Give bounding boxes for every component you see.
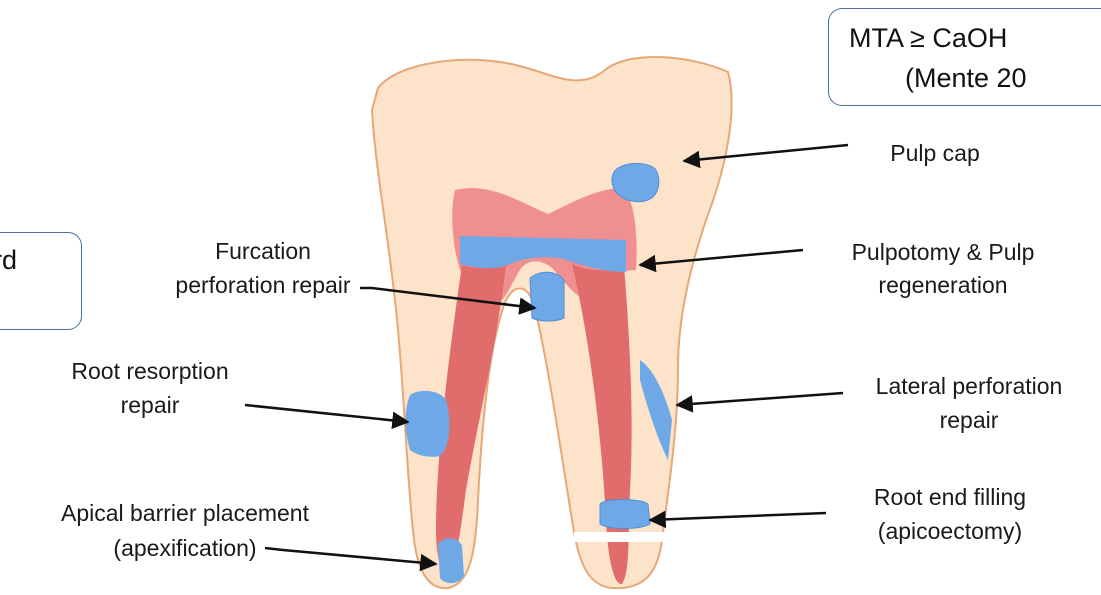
apical-barrier-material (438, 538, 464, 583)
root-end-arrow (650, 513, 826, 520)
mta-citation-text: (Mente 20 (905, 61, 1027, 95)
pulpotomy-label-line1: Pulpotomy & Pulp (808, 237, 1078, 267)
root-resorption-material (406, 391, 450, 457)
mta-callout-box: MTA ≥ CaOH (Mente 20 (828, 8, 1101, 106)
furcation-label-line1: Furcation (148, 236, 378, 266)
lateral-perforation-arrow (677, 393, 843, 405)
root-end-label-line1: Root end filling (830, 482, 1070, 512)
tooth-outline (372, 57, 732, 588)
left-callout-box: rd (0, 232, 82, 330)
left-callout-text: rd (0, 243, 17, 277)
root-resorption-label-line1: Root resorption (30, 356, 270, 386)
apicoectomy-resection-line (574, 532, 664, 542)
root-resorption-label-line2: repair (30, 390, 270, 420)
root-end-label-line2: (apicoectomy) (830, 516, 1070, 546)
apical-barrier-label-line1: Apical barrier placement (20, 498, 350, 528)
pulpotomy-label-line2: regeneration (808, 270, 1078, 300)
furcation-label-line2: perforation repair (148, 270, 378, 300)
pulp-cap-label: Pulp cap (870, 138, 1000, 168)
apical-barrier-label-line2: (apexification) (20, 533, 350, 563)
furcation-repair-material (530, 272, 564, 321)
mta-comparison-text: MTA ≥ CaOH (849, 21, 1007, 55)
lateral-perforation-label-line2: repair (840, 405, 1098, 435)
lateral-perforation-label-line1: Lateral perforation (840, 371, 1098, 401)
root-end-filling-material (600, 500, 650, 529)
